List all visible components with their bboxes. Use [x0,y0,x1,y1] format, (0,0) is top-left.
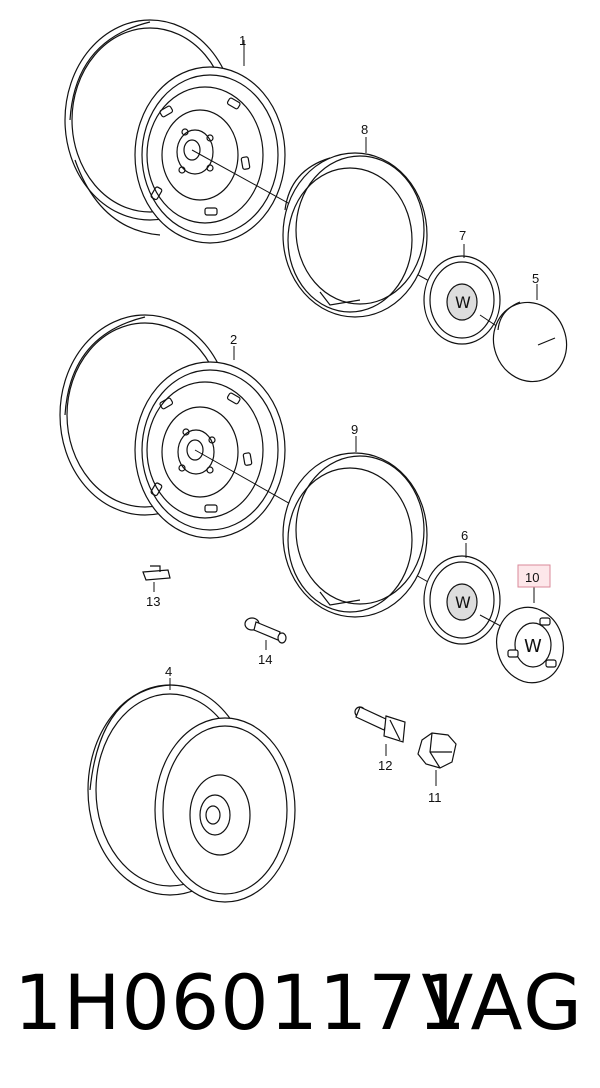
callout-labels: 1 2 4 5 6 7 8 9 10 11 12 13 14 [146,33,551,805]
callout-7[interactable]: 7 [459,228,466,243]
callout-11[interactable]: 11 [428,790,442,805]
callout-10[interactable]: 10 [525,570,539,585]
svg-text:W: W [524,636,542,657]
callout-1[interactable]: 1 [239,33,246,48]
svg-text:W: W [455,293,471,312]
steel-wheel-4 [87,684,296,903]
trim-ring-8 [282,152,428,318]
part-number: 1H0601171 [14,958,467,1047]
hub-cap-6: W [423,555,501,645]
callout-4[interactable]: 4 [165,664,172,679]
callout-5[interactable]: 5 [532,271,539,286]
wheel-bolt-12 [354,706,406,743]
trim-ring-9 [282,452,428,618]
wheel-nut-11 [417,732,457,769]
callout-6[interactable]: 6 [461,528,468,543]
parts-diagram: W [59,19,568,903]
callout-12[interactable]: 12 [378,758,392,773]
brand-name: VAG [421,958,584,1047]
caption-bar: 1H0601171 VAG [0,958,600,1068]
svg-text:W: W [455,593,471,612]
callout-13[interactable]: 13 [146,594,160,609]
callout-14[interactable]: 14 [258,652,272,667]
callout-9[interactable]: 9 [351,422,358,437]
balance-weight-clip-13 [142,565,171,581]
callout-8[interactable]: 8 [361,122,368,137]
tire-valve-14 [244,617,287,644]
center-cap-5 [492,301,568,383]
steel-wheel-1 [64,19,286,244]
hub-cap-7: W [423,255,501,345]
center-cap-10: W [496,606,564,684]
highlight-box-10 [517,564,551,588]
callout-2[interactable]: 2 [230,332,237,347]
steel-wheel-2 [59,314,286,539]
